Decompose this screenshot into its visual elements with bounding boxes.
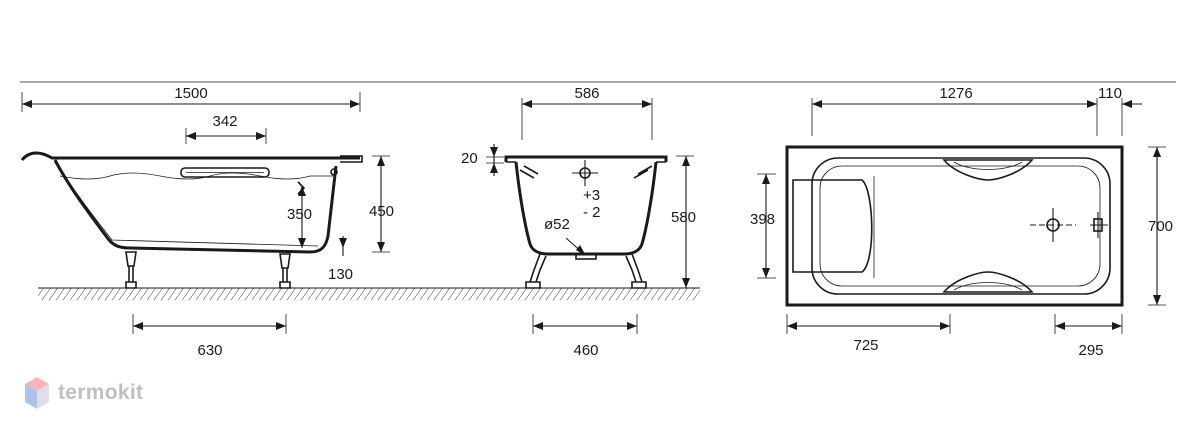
dim-inner-depth: 350 [287,186,312,248]
dim-label-side-leg-spacing: 630 [197,342,222,359]
dim-end-width: 586 [521,85,653,140]
top-outer-rim [785,145,1124,307]
end-overflow-mark [572,160,598,186]
top-backrest [792,179,873,273]
dim-rim-height: 20 [461,144,504,176]
dim-label-handle-length: 342 [212,113,237,130]
end-rim [504,155,668,162]
end-drain [575,253,597,260]
watermark: termokit [24,376,143,410]
dim-label-top-drain-offset: 295 [1078,342,1103,359]
dim-leg-height: 130 [328,236,353,283]
side-leg-right [279,253,291,289]
dim-label-side-height: 450 [369,203,394,220]
dim-label-leg-height: 130 [328,266,353,283]
side-leg-left [125,251,137,289]
dim-label-tolerance-plus: +3 [583,187,600,204]
dim-label-end-width: 586 [574,85,599,102]
side-view: 1500 342 450 350 [20,85,394,359]
dim-label-top-handle-offset: 725 [853,337,878,354]
top-handle-upper [942,159,1034,181]
end-leg-left [525,253,547,289]
dim-top-inner-length: 1276 [811,85,1098,136]
dim-top-rim-offset: 110 [1098,85,1142,136]
top-handle-lower [942,271,1034,293]
end-leg-right [625,253,647,289]
dim-handle-length: 342 [185,113,267,144]
dim-label-top-width: 700 [1148,218,1173,235]
dim-top-inner-width: 398 [750,173,776,279]
end-view: ø52 +3 - 2 586 20 580 [461,85,696,359]
side-body-outline [53,159,338,254]
dim-label-top-inner-length: 1276 [939,85,972,102]
dim-label-end-height: 580 [671,209,696,226]
dim-label-inner-depth: 350 [287,206,312,223]
dim-label-top-rim-offset: 110 [1098,85,1122,102]
dim-label-side-length: 1500 [174,85,207,102]
side-inner-bottom [61,171,319,247]
dim-end-leg-spacing: 460 [532,314,638,359]
side-rim-edge [340,155,363,163]
side-water-line [59,172,333,180]
dim-top-width: 700 [1148,146,1173,306]
dim-side-height: 450 [369,155,394,253]
dim-end-height: 580 [671,155,696,288]
floor [38,287,700,300]
dim-label-end-leg-spacing: 460 [573,342,598,359]
top-inner-basin [811,157,1111,295]
watermark-text: termokit [58,381,144,404]
side-handle [180,167,270,178]
dim-side-length: 1500 [21,85,361,112]
dim-label-top-inner-width: 398 [750,211,775,228]
termokit-logo-icon [25,377,49,409]
top-overflow-mark [1090,212,1108,238]
dim-label-rim-height: 20 [461,150,478,167]
dim-label-drain-diameter: ø52 [544,216,570,233]
dim-top-drain-offset: 295 [1054,314,1123,359]
dim-side-leg-spacing: 630 [132,314,287,359]
top-view: 1276 110 398 700 [750,85,1173,359]
dim-top-handle-offset: 725 [786,314,951,354]
top-drain-mark [1030,208,1076,242]
dim-label-tolerance-minus: - 2 [583,204,601,221]
side-rim [20,151,360,162]
